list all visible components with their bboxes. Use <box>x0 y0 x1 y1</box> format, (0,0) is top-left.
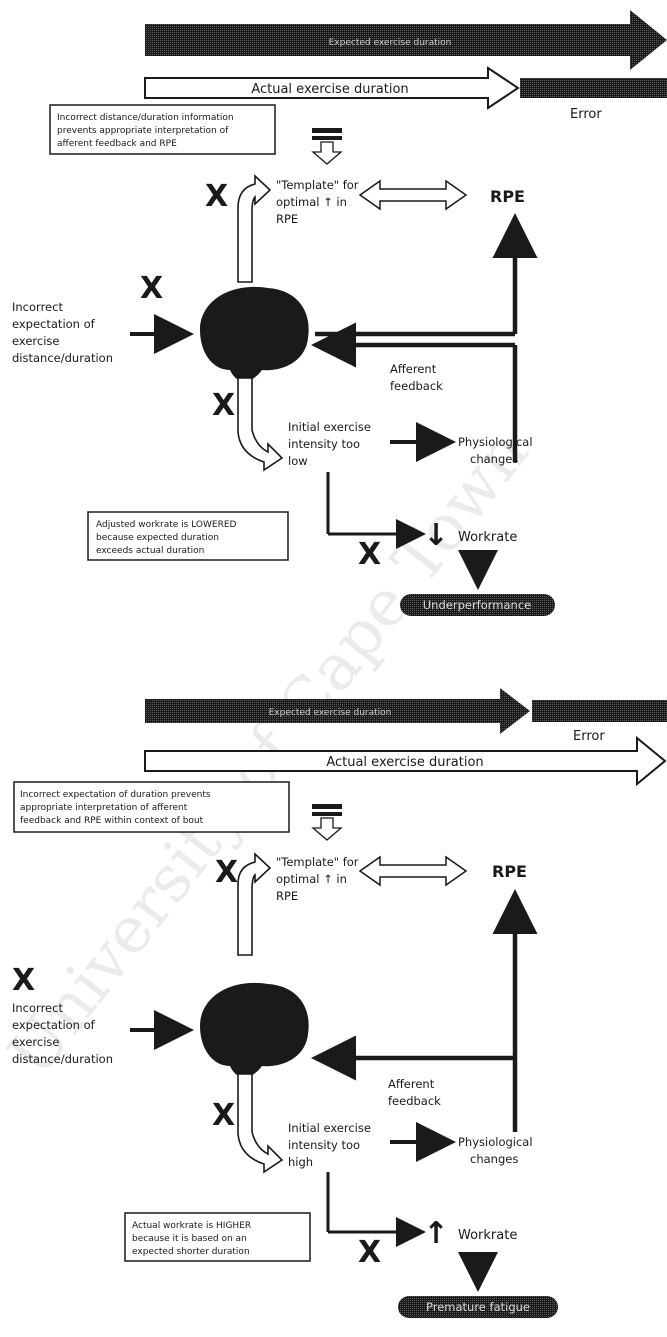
rpe-label: RPE <box>492 862 527 881</box>
x-mark: X <box>358 537 381 572</box>
workrate-label: Workrate <box>458 1228 517 1243</box>
template-curved-arrow <box>237 174 272 283</box>
input-text: Incorrect expectation of exercise distan… <box>12 1001 113 1066</box>
adjustment-text: Actual workrate is HIGHER because it is … <box>132 1221 254 1257</box>
x-mark: X <box>205 179 228 214</box>
input-text: Incorrect expectation of exercise distan… <box>12 300 113 365</box>
workrate-label: Workrate <box>458 530 517 545</box>
block-bar <box>312 804 342 809</box>
x-mark: X <box>212 388 235 423</box>
expected-duration-label: Expected exercise duration <box>269 708 392 718</box>
template-text: "Template" for optimal ↑ in RPE <box>276 178 362 226</box>
error-bar <box>520 78 667 98</box>
actual-duration-arrow <box>144 66 520 110</box>
x-mark: X <box>215 855 238 890</box>
panel-top: Expected exercise duration Actual exerci… <box>12 10 667 616</box>
initial-intensity-text: Initial exercise intensity too low <box>288 420 375 468</box>
afferent-text: Afferent feedback <box>390 362 443 393</box>
adjustment-text: Adjusted workrate is LOWERED because exp… <box>96 520 239 556</box>
block-bar <box>312 812 342 816</box>
workrate-direction-arrow: ↓ <box>423 518 448 553</box>
initial-intensity-text: Initial exercise intensity too high <box>288 1121 375 1169</box>
template-rpe-double-arrow <box>358 179 468 211</box>
intensity-curved-arrow <box>237 377 284 472</box>
workrate-direction-arrow: ↑ <box>423 1216 448 1251</box>
error-bar <box>532 700 667 722</box>
template-curved-arrow <box>237 852 272 956</box>
actual-duration-label: Actual exercise duration <box>326 755 483 770</box>
physiological-text: Physiological changes <box>458 1135 536 1166</box>
actual-duration-arrow <box>144 735 667 787</box>
block-bar <box>312 136 342 140</box>
note-box <box>13 781 290 833</box>
blocked-down-arrow <box>311 141 343 165</box>
intensity-curved-arrow <box>237 1073 284 1174</box>
error-label: Error <box>573 729 605 744</box>
expected-duration-bar <box>145 10 667 70</box>
panel-bottom: Expected exercise duration Error Actual … <box>12 688 667 1318</box>
expected-duration-label: Expected exercise duration <box>329 38 452 48</box>
x-mark: X <box>140 271 163 306</box>
outcome-label: Underperformance <box>423 598 531 612</box>
error-label: Error <box>570 107 602 122</box>
brain-icon <box>200 982 309 1078</box>
block-bar <box>312 128 342 133</box>
adjustment-box <box>124 1212 311 1262</box>
note-box <box>49 104 276 155</box>
template-rpe-double-arrow <box>358 855 468 887</box>
template-text: "Template" for optimal ↑ in RPE <box>276 855 362 903</box>
expected-duration-bar <box>145 688 530 734</box>
afferent-text: Afferent feedback <box>388 1077 441 1108</box>
physiological-text: Physiological changes <box>458 435 536 466</box>
actual-duration-label: Actual exercise duration <box>251 82 408 97</box>
outcome-box <box>400 594 555 616</box>
x-mark: X <box>212 1098 235 1133</box>
adjustment-box <box>87 511 289 561</box>
outcome-label: Premature fatigue <box>426 1300 530 1314</box>
outcome-box <box>398 1296 558 1318</box>
brain-icon <box>200 286 309 382</box>
rpe-label: RPE <box>490 187 525 206</box>
x-mark: X <box>12 963 35 998</box>
blocked-down-arrow <box>311 817 343 841</box>
note-text: Incorrect expectation of duration preven… <box>20 790 213 826</box>
note-text: Incorrect distance/duration information … <box>57 113 236 149</box>
x-mark: X <box>358 1235 381 1270</box>
